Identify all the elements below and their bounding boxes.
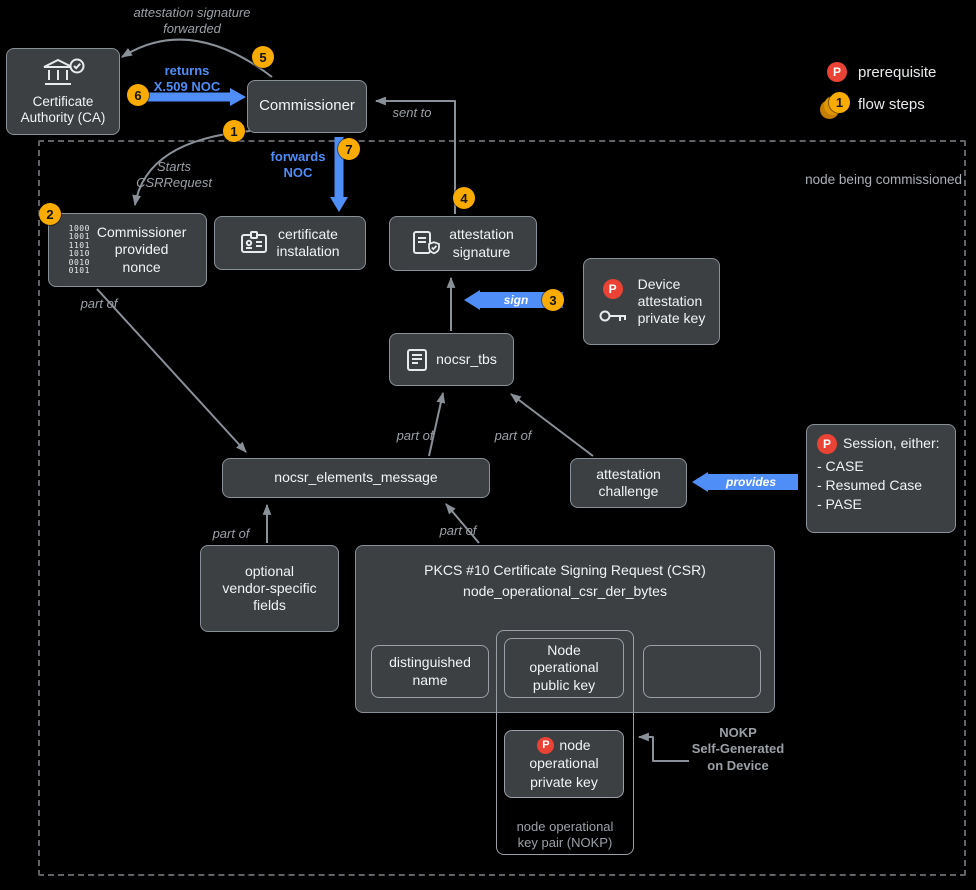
nokp-caption: node operational key pair (NOKP) [516,819,614,851]
step-badge-2: 2 [39,203,61,225]
edge-label-part-of-4: part of [212,526,250,541]
optional-attributes-box [643,645,761,698]
step-badge-4: 4 [453,187,475,209]
prerequisite-badge: P [602,279,623,299]
device-attestation-key-label: Device attestation private key [637,275,706,327]
legend-flow-steps-icon: 1 [820,92,856,120]
edge-label-provides: provides [725,475,776,489]
session-title-row: P Session, either: [817,434,940,454]
edge-label-starts-csrrequest: Starts CSRRequest [136,159,212,191]
node-operational-public-key-label: Node operational public key [529,642,599,693]
attestation-challenge-box: attestation challenge [570,458,687,508]
nocsr-tbs-label: nocsr_tbs [436,350,497,367]
session-title: Session, either: [843,435,940,452]
nocsr-elements-message-box: nocsr_elements_message [222,458,490,498]
edge-label-part-of-1: part of [80,296,118,311]
nokp-selfgenerated-note: NOKP Self-Generated on Device [691,725,785,773]
commissioner-box: Commissioner [247,80,367,133]
device-attestation-key-box: P Device attestation private key [583,258,720,345]
node-operational-public-key-box: Node operational public key [504,638,624,698]
prerequisite-badge: P [817,434,837,454]
bank-check-icon [43,58,85,85]
attestation-challenge-label: attestation challenge [596,465,661,499]
coin-front: 1 [829,92,850,113]
step-badge-3: 3 [542,289,564,311]
edge-label-attestation-forwarded: attestation signature forwarded [133,5,251,37]
session-item-case: - CASE [817,458,864,474]
distinguished-name-label: distinguished name [389,654,471,688]
legend-flow-steps-label: flow steps [858,96,925,113]
nocsr-tbs-box: nocsr_tbs [389,333,514,386]
commissioner-label: Commissioner [259,97,355,115]
document-lines-icon [407,348,428,371]
edge-label-sign: sign [503,293,529,307]
distinguished-name-box: distinguished name [371,645,489,698]
node-being-commissioned-region [38,140,966,876]
step-badge-1: 1 [223,120,245,142]
edge-label-sent-to: sent to [392,105,432,120]
session-box: P Session, either: - CASE - Resumed Case… [806,424,956,533]
step-badge-7: 7 [338,138,360,160]
session-item-pase: - PASE [817,496,862,513]
legend-prerequisite-label: prerequisite [858,64,937,81]
pkcs-csr-title: PKCS #10 Certificate Signing Request (CS… [424,562,706,600]
nocsr-elements-message-label: nocsr_elements_message [274,469,438,486]
nokp-group-outline [496,630,634,855]
edge-label-part-of-3: part of [494,428,532,443]
certificate-installation-label: certificate instalation [276,225,340,259]
node-operational-private-key-box: P node operational private key [504,730,624,798]
device-key-icons: P [598,279,628,324]
private-key-title-row: P node [537,737,591,755]
vendor-fields-box: optional vendor-specific fields [200,545,339,632]
commissioner-nonce-box: 1000 1001 1101 1010 0010 0101 Commission… [48,213,207,287]
session-item-resumed-case: - Resumed Case [817,477,923,494]
vendor-fields-label: optional vendor-specific fields [222,562,317,614]
legend-prerequisite-badge: P [827,62,847,82]
attestation-signature-box: attestation signature [389,216,537,271]
certificate-authority-box: Certificate Authority (CA) [6,48,120,135]
step-badge-6: 6 [127,84,149,106]
step-badge-5: 5 [252,46,274,68]
key-icon [599,310,626,322]
edge-label-part-of-5: part of [439,523,477,538]
edge-label-returns-noc: returns X.509 NOC [153,63,221,95]
binary-nonce-icon: 1000 1001 1101 1010 0010 0101 [68,223,90,275]
badge-id-icon [241,231,268,253]
edge-label-part-of-2: part of [396,428,434,443]
certificate-installation-box: certificate instalation [214,216,366,270]
signed-document-icon [413,230,441,254]
region-label: node being commissioned [805,172,962,187]
prerequisite-badge: P [537,737,555,755]
edge-label-forwards-noc: forwards NOC [270,149,326,181]
certificate-authority-label: Certificate Authority (CA) [20,93,106,125]
commissioner-nonce-label: Commissioner provided nonce [96,224,187,275]
attestation-signature-label: attestation signature [449,226,514,260]
